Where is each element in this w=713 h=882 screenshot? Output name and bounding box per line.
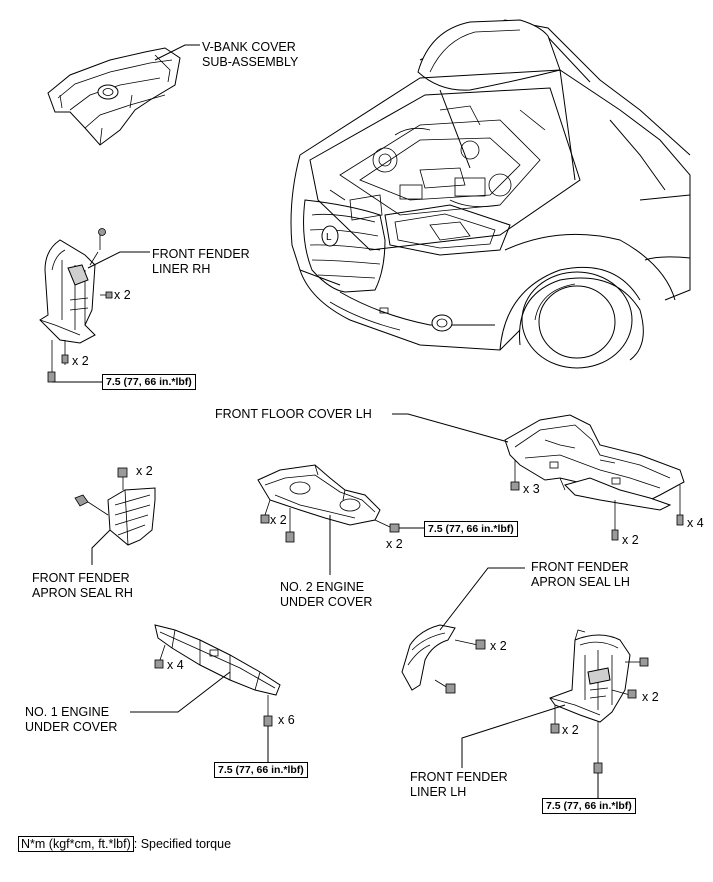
liner-rh-leader xyxy=(87,251,150,269)
torque-legend: N*m (kgf*cm, ft.*lbf): Specified torque xyxy=(18,836,231,852)
liner-rh-fasteners xyxy=(47,228,113,383)
no2-engine-under-cover-label: NO. 2 ENGINE UNDER COVER xyxy=(280,580,373,609)
qty-liner-lh-bottom: x 2 xyxy=(562,723,579,737)
qty-no2-right: x 2 xyxy=(386,537,403,551)
torque-spec-no1: 7.5 (77, 66 in.*lbf) xyxy=(214,762,308,778)
torque-spec-liner-lh: 7.5 (77, 66 in.*lbf) xyxy=(542,798,636,814)
front-fender-apron-seal-rh-part xyxy=(107,487,156,546)
qty-floor-mid: x 3 xyxy=(523,482,540,496)
qty-floor-right: x 4 xyxy=(687,516,704,530)
svg-text:L: L xyxy=(326,232,332,243)
front-fender-liner-lh-part xyxy=(549,629,631,723)
qty-floor-bottom: x 2 xyxy=(622,533,639,547)
vehicle-illustration: L xyxy=(290,19,691,369)
front-fender-liner-rh-part xyxy=(39,239,96,344)
qty-seal-lh: x 2 xyxy=(490,639,507,653)
legend-text: : Specified torque xyxy=(133,837,232,851)
seal-rh-leader xyxy=(91,529,111,565)
front-fender-apron-seal-lh-label: FRONT FENDER APRON SEAL LH xyxy=(531,560,630,589)
torque-spec-no2: 7.5 (77, 66 in.*lbf) xyxy=(424,521,518,537)
no2-fasteners xyxy=(260,499,400,543)
floor-cover-leader xyxy=(392,413,509,443)
qty-liner-lh-right: x 2 xyxy=(642,690,659,704)
qty-liner-rh-bottom: x 2 xyxy=(72,354,89,368)
legend-unit-box: N*m (kgf*cm, ft.*lbf) xyxy=(18,836,134,852)
qty-no1-left: x 4 xyxy=(167,658,184,672)
qty-seal-rh: x 2 xyxy=(136,464,153,478)
front-fender-apron-seal-lh-part xyxy=(401,624,456,691)
no1-engine-under-cover-label: NO. 1 ENGINE UNDER COVER xyxy=(25,705,118,734)
front-floor-cover-lh-label: FRONT FLOOR COVER LH xyxy=(215,407,372,421)
floor-cover-fasteners xyxy=(510,460,684,541)
front-floor-cover-lh-part xyxy=(504,414,685,511)
qty-no2-left: x 2 xyxy=(270,513,287,527)
seal-lh-fasteners xyxy=(434,639,486,694)
v-bank-cover-label: V-BANK COVER SUB-ASSEMBLY xyxy=(202,40,299,69)
liner-lh-leader xyxy=(461,704,566,768)
no2-engine-under-cover-part xyxy=(257,464,381,526)
front-fender-apron-seal-rh-label: FRONT FENDER APRON SEAL RH xyxy=(32,571,133,600)
front-fender-liner-lh-label: FRONT FENDER LINER LH xyxy=(410,770,508,799)
front-fender-liner-rh-label: FRONT FENDER LINER RH xyxy=(152,247,250,276)
torque-spec-liner-rh: 7.5 (77, 66 in.*lbf) xyxy=(102,374,196,390)
no1-engine-under-cover-part xyxy=(154,624,281,696)
qty-no1-bottom: x 6 xyxy=(278,713,295,727)
v-bank-cover-part xyxy=(47,47,181,146)
v-bank-leader xyxy=(154,44,200,61)
seal-lh-leader xyxy=(439,567,525,631)
qty-liner-rh-side: x 2 xyxy=(114,288,131,302)
seal-rh-fasteners xyxy=(74,467,128,516)
no1-leader xyxy=(130,671,231,713)
